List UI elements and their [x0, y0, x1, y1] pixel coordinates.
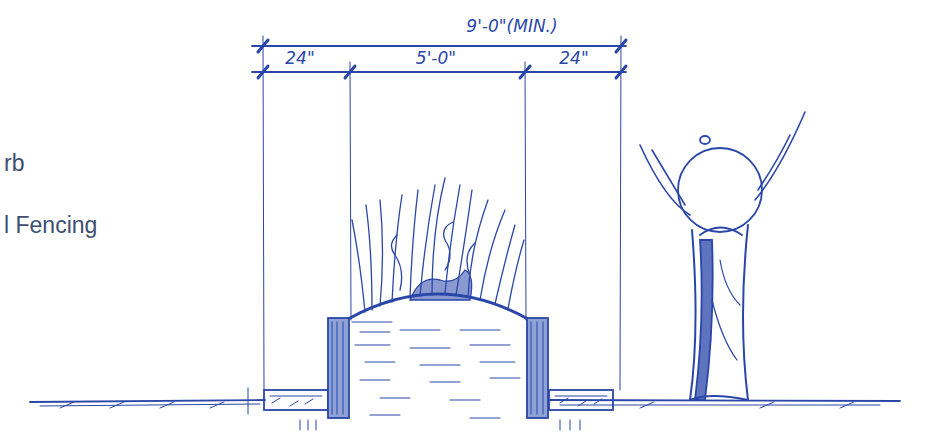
- dimension-label: 24": [285, 48, 314, 68]
- label-slot: 24": [559, 48, 588, 68]
- label-slot: l Fencing: [4, 212, 97, 239]
- label-slot: 9'-0"(MIN.): [466, 16, 557, 36]
- curb: [328, 318, 548, 418]
- extension-line: [263, 36, 621, 390]
- plant-grasses: [352, 178, 524, 312]
- sidewalk: [248, 388, 613, 414]
- dimension-label: 5'-0": [416, 48, 456, 68]
- tree: [640, 112, 805, 400]
- side-label: l Fencing: [4, 212, 97, 238]
- label-slot: 24": [285, 48, 314, 68]
- label-slot: rb: [4, 150, 24, 177]
- dimension-line: [252, 45, 626, 47]
- dimension-label: 9'-0"(MIN.): [466, 16, 557, 36]
- side-label: rb: [4, 150, 24, 176]
- soil-hatch: [300, 322, 580, 430]
- dimension-line: [252, 71, 626, 73]
- dimension-label: 24": [559, 48, 588, 68]
- ground-line: [30, 400, 900, 408]
- dimension-ticks: [258, 40, 626, 78]
- label-slot: 5'-0": [416, 48, 456, 68]
